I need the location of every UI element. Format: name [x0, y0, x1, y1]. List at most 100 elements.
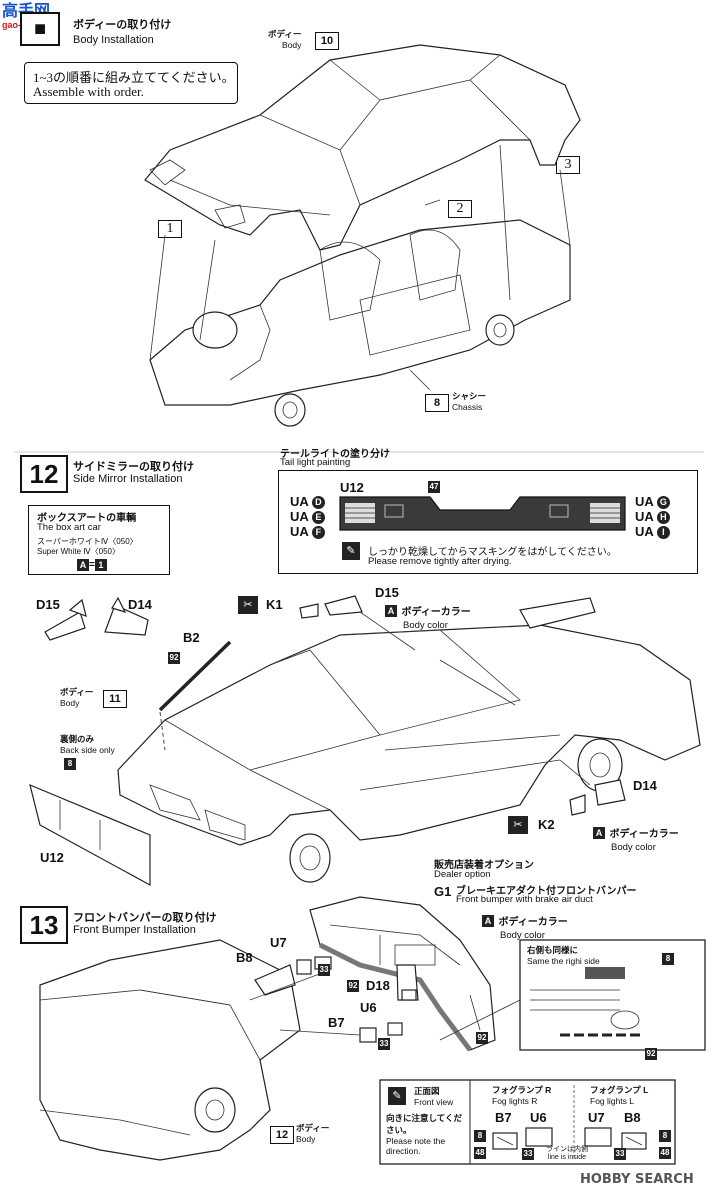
line-inside-jp: ラインは内側: [546, 1146, 588, 1153]
step-12-title-en: Side Mirror Installation: [73, 473, 183, 485]
line-inside-note: ラインは内側 line is inside: [546, 1146, 588, 1162]
mirror-d15-step12-drawing: [299, 595, 416, 651]
front-label-b8: B8: [624, 1110, 641, 1125]
ua-right-1: UA G: [635, 494, 670, 510]
step13-body-number: 12: [270, 1126, 294, 1144]
inset-same-side: 右側も同様に Same the righi side: [527, 944, 600, 966]
ua-right-2-code: H: [656, 511, 670, 525]
step12-body-label: ボディー Body: [60, 686, 93, 708]
d14-body-color: A ボディーカラー Body color: [593, 824, 679, 853]
fog-l-label: フォグランプ L Fog lights L: [590, 1084, 648, 1106]
ua-right-3-text: UA: [635, 524, 654, 539]
fog-tag-4: 33: [614, 1148, 626, 1160]
label-g1: G1: [434, 884, 452, 899]
box-art-color-jp: スーパーホワイトⅣ〈050〉: [37, 537, 138, 546]
order-label-3: 3: [556, 156, 580, 174]
fog-r-jp: フォグランプ R: [492, 1085, 552, 1095]
ua-right-2: UA H: [635, 509, 670, 525]
bumper-tag-92: 92: [476, 1032, 488, 1044]
step13-body-jp: ボディー: [296, 1123, 330, 1133]
label-d15-step12: D15: [375, 585, 399, 600]
chassis-label-en: Chassis: [452, 402, 483, 412]
u7-tag-33: 33: [318, 964, 330, 976]
ua-left-1-text: UA: [290, 494, 309, 509]
mirror-d14-step12-drawing: [559, 759, 626, 816]
step13-car-drawing: [39, 939, 361, 1161]
hobby-search-footer: HOBBY SEARCH: [580, 1172, 694, 1187]
d15-color-jp: ボディーカラー: [401, 607, 471, 618]
ua-right-3-code: I: [656, 526, 670, 540]
ua-right-1-code: G: [656, 496, 670, 510]
front-view-en: Front view: [414, 1097, 454, 1107]
d15-color-en: Body color: [403, 620, 448, 631]
fog-d18-drawing: [396, 964, 419, 1001]
back-side-en: Back side only: [60, 745, 115, 755]
step12-body-en: Body: [60, 698, 80, 708]
ua-right-3: UA I: [635, 524, 670, 540]
chassis-label-jp: シャシー: [452, 391, 487, 401]
label-b8: B8: [236, 950, 253, 965]
order-label-1: 1: [158, 220, 182, 238]
label-b2: B2: [183, 630, 200, 645]
label-u7: U7: [270, 935, 287, 950]
step-12-title-jp: サイドミラーの取り付け: [73, 461, 194, 473]
front-label-u6: U6: [530, 1110, 547, 1125]
b2-tag: 92: [168, 652, 180, 664]
brush-icon: ✎: [342, 542, 360, 560]
ua-right-2-text: UA: [635, 509, 654, 524]
box-art-jp: ボックスアートの車輌: [37, 513, 137, 524]
tail-light-tag: 47: [428, 481, 440, 493]
back-side-jp: 裏側のみ: [60, 734, 95, 744]
inset-detail-drawing: [530, 967, 640, 1037]
body-shell-drawing: [144, 44, 581, 251]
tail-light-panel: [278, 470, 698, 574]
front-label-u7: U7: [588, 1110, 605, 1125]
fog-tag-3: 33: [522, 1148, 534, 1160]
d14-color-en: Body color: [611, 842, 656, 853]
dealer-option-en: Dealer option: [434, 869, 491, 880]
ua-left-2: UA E: [290, 509, 325, 525]
body-label-en: Body: [282, 40, 302, 50]
front-view-icon: ✎: [388, 1087, 406, 1105]
label-d18: D18: [366, 978, 390, 993]
direction-en: Please note the direction.: [386, 1136, 446, 1156]
fog-r-label: フォグランプ R Fog lights R: [492, 1084, 551, 1106]
d14-color-letter: A: [593, 826, 605, 839]
tail-light-part: U12: [340, 480, 364, 495]
order-label-2: 2: [448, 200, 472, 218]
box-art-color-en: Super White Ⅳ〈050〉: [37, 547, 120, 556]
back-side-tag: 8: [64, 758, 76, 770]
ua-left-3-text: UA: [290, 524, 309, 539]
step12-body-jp: ボディー: [60, 687, 94, 697]
fog-front-view-drawings: [492, 1127, 647, 1150]
fog-tag-1: 8: [474, 1130, 486, 1142]
label-k1: K1: [266, 597, 283, 612]
back-side-label: 裏側のみ Back side only: [60, 733, 115, 755]
front-label-b7: B7: [495, 1110, 512, 1125]
front-view-jp: 正面図: [414, 1086, 440, 1096]
d18-tag-92: 92: [347, 980, 359, 992]
front-view-title: 正面図 Front view: [414, 1085, 453, 1107]
bumper-body-color: A ボディーカラー Body color: [482, 912, 568, 941]
box-art-card: ボックスアートの車輌 The box art car スーパーホワイトⅣ〈050…: [28, 505, 170, 575]
fog-l-en: Fog lights L: [590, 1096, 634, 1106]
ua-right-1-text: UA: [635, 494, 654, 509]
color-code-num: 1: [94, 559, 107, 571]
chassis-drawing: [149, 219, 571, 427]
step-12-number: 12: [20, 455, 68, 493]
inset-tag-8: 8: [662, 953, 674, 965]
ua-left-2-text: UA: [290, 509, 309, 524]
label-k2: K2: [538, 817, 555, 832]
ua-left-3: UA F: [290, 524, 325, 540]
step-13-title-jp: フロントバンパーの取り付け: [73, 912, 217, 924]
tail-light-title-en: Tail light painting: [280, 457, 351, 468]
label-b7: B7: [328, 1015, 345, 1030]
bumper-jp: ブレーキエアダクト付フロントバンパー: [456, 886, 637, 897]
fog-r-en: Fog lights R: [492, 1096, 538, 1106]
chassis-part-number: 8: [425, 394, 449, 412]
label-d15-top: D15: [36, 597, 60, 612]
d14-color-jp: ボディーカラー: [609, 829, 679, 840]
tail-light-title-jp: テールライトの塗り分け: [280, 449, 390, 460]
direction-jp: 向きに注意してください。: [386, 1113, 462, 1135]
